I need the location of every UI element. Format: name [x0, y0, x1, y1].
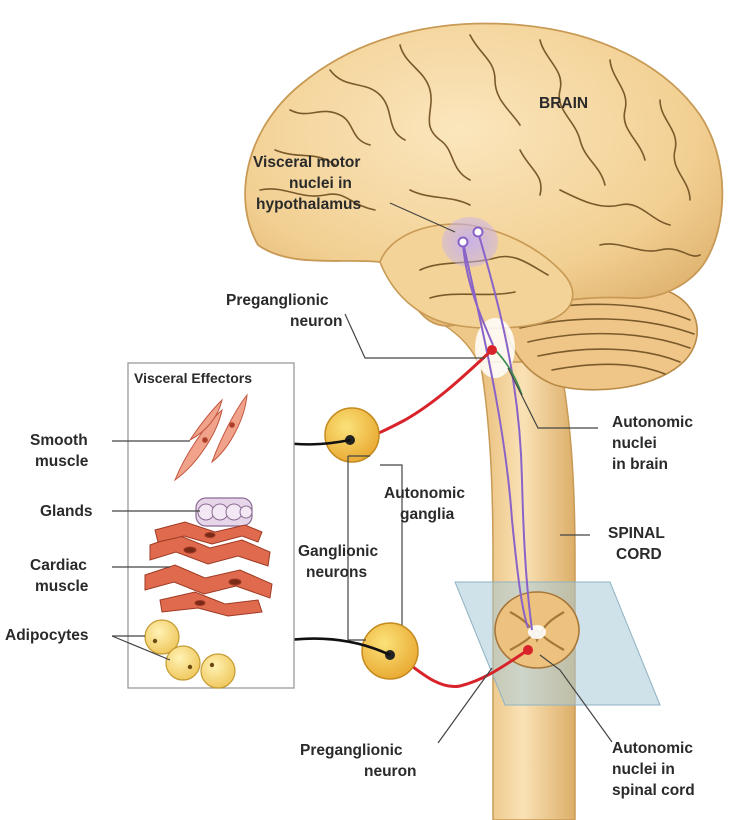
- ganglionic-neurons-label-line2: neurons: [306, 564, 367, 581]
- smooth-muscle-label-line1: Smooth: [30, 432, 88, 449]
- autonomic-spinal-label-line2: nuclei in: [612, 761, 675, 778]
- brain-label: BRAIN: [539, 95, 588, 112]
- preganglionic-top-label-line1: Preganglionic: [226, 292, 329, 309]
- cardiac-muscle-label-line2: muscle: [35, 578, 89, 595]
- visceral-motor-label-line2: nuclei in: [289, 175, 352, 192]
- autonomic-brain-label-line1: Autonomic: [612, 414, 693, 431]
- autonomic-ganglia-label-line2: ganglia: [400, 506, 455, 523]
- autonomic-brain-label-line2: nuclei: [612, 435, 657, 452]
- cardiac-muscle-cells: [144, 521, 273, 617]
- label-leader-lines: [111, 202, 613, 744]
- hypothalamus-nuclei-highlight: [442, 217, 498, 267]
- autonomic-ganglion-upper: [324, 407, 380, 463]
- visceral-motor-label-line1: Visceral motor: [253, 154, 360, 171]
- cerebrum: [244, 22, 724, 329]
- cardiac-muscle-label-line1: Cardiac: [30, 557, 87, 574]
- brain-green-fiber: [494, 349, 523, 396]
- preganglionic-bottom-label-line1: Preganglionic: [300, 742, 403, 759]
- preganglionic-bottom-label-line2: neuron: [364, 763, 417, 780]
- smooth-muscle-cells: [173, 393, 248, 482]
- autonomic-ganglion-lower: [361, 622, 419, 680]
- autonomic-spinal-label-line1: Autonomic: [612, 740, 693, 757]
- adipocytes-label: Adipocytes: [5, 627, 89, 644]
- adipocyte-cells: [144, 619, 236, 689]
- autonomic-spinal-label-line3: spinal cord: [612, 782, 695, 799]
- ganglionic-neurons-label-line1: Ganglionic: [298, 543, 378, 560]
- autonomic-ganglia-label-line1: Autonomic: [384, 485, 465, 502]
- hypothalamic-motor-tracts: [457, 226, 533, 631]
- visceral-effectors-title: Visceral Effectors: [134, 370, 252, 386]
- spinal-cross-section: [494, 591, 580, 669]
- spinal-cord-label-line2: CORD: [616, 546, 662, 563]
- preganglionic-top-label-line2: neuron: [290, 313, 343, 330]
- autonomic-brain-label-line3: in brain: [612, 456, 668, 473]
- glands-label: Glands: [40, 503, 93, 520]
- spinal-cord-label-line1: SPINAL: [608, 525, 665, 542]
- gland-cells: [195, 497, 253, 527]
- smooth-muscle-label-line2: muscle: [35, 453, 89, 470]
- visceral-motor-label-line3: hypothalamus: [256, 196, 361, 213]
